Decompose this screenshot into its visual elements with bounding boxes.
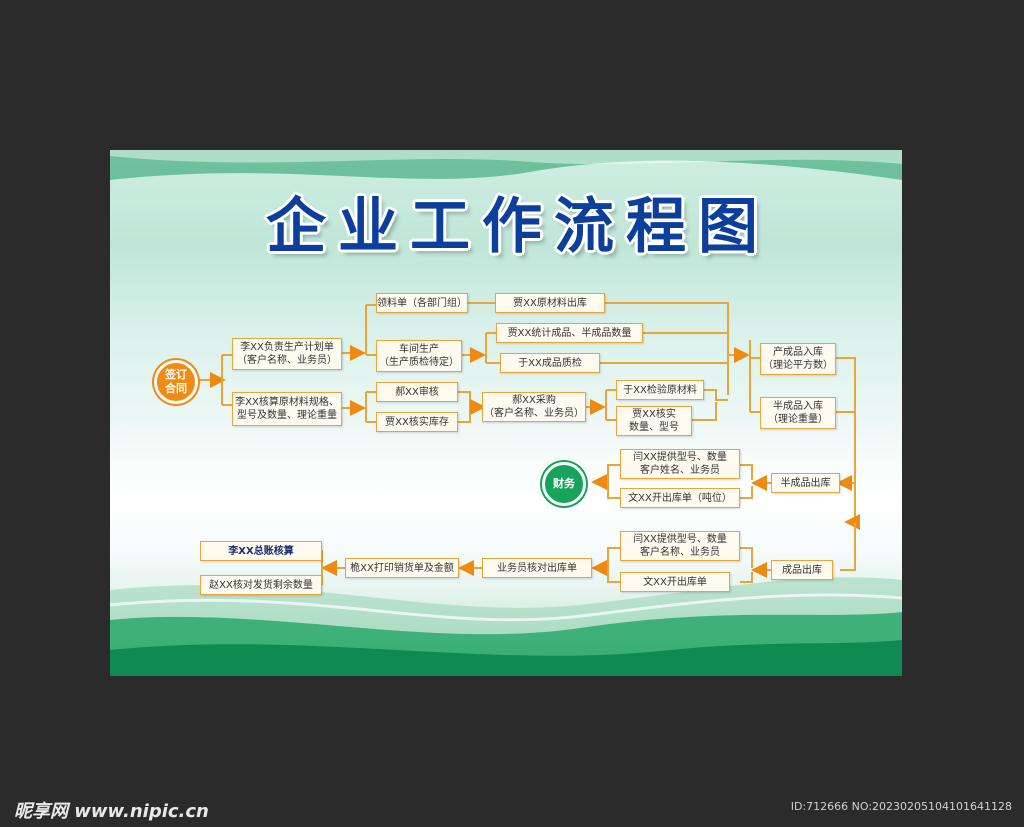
node-zhao-check: 赵XX核对发货剩余数量 <box>200 575 322 595</box>
node-hao-purchase: 郝XX采购（客户名称、业务员） <box>482 392 586 422</box>
node-jia-statistics: 贾XX统计成品、半成品数量 <box>496 323 643 343</box>
node-workshop-production: 车间生产（生产质检待定） <box>376 340 462 372</box>
page-title: 企业工作流程图 <box>266 192 770 262</box>
node-material-calc: 李XX核算原材料规格、型号及数量、理论重量 <box>232 392 342 426</box>
node-jia-stock: 贾XX核实库存 <box>376 412 458 432</box>
node-picking-list: 领料单（各部门组） <box>376 293 468 313</box>
node-print-invoice: 桅XX打印销货单及金额 <box>345 558 459 578</box>
node-yu-quality-check: 于XX成品质检 <box>500 353 600 373</box>
node-li-ledger: 李XX总账核算 <box>200 541 322 561</box>
node-wen-semi-slip: 文XX开出库单（吨位） <box>620 488 740 508</box>
connector-lines <box>198 302 860 585</box>
node-yan-semi-info: 闫XX提供型号、数量客户姓名、业务员 <box>620 449 740 479</box>
watermark-id: ID:712666 NO:20230205104101641128 <box>790 800 1012 813</box>
node-finished-goods-in: 产成品入库（理论平方数） <box>760 343 836 375</box>
node-jia-verify: 贾XX核实数量、型号 <box>616 406 692 436</box>
node-jia-material-out: 贾XX原材料出库 <box>495 293 605 313</box>
watermark-logo: 昵享网 www.nipic.cn <box>14 801 209 822</box>
node-wen-finished-slip: 文XX开出库单 <box>620 572 730 592</box>
node-finished-goods-out: 成品出库 <box>771 560 833 580</box>
node-sales-check: 业务员核对出库单 <box>482 558 592 578</box>
node-semi-finished-in: 半成品入库（理论重量） <box>760 397 836 429</box>
flowchart-board: 企业工作流程图 <box>110 150 902 676</box>
finance-node: 财务 <box>542 462 586 506</box>
wave-background <box>110 150 902 676</box>
node-semi-finished-out: 半成品出库 <box>771 473 840 493</box>
node-production-plan: 李XX负责生产计划单（客户名称、业务员） <box>232 338 342 370</box>
node-yan-finished-info: 闫XX提供型号、数量客户名称、业务员 <box>620 531 740 561</box>
node-hao-audit: 郝XX审核 <box>376 382 458 402</box>
node-yu-material-check: 于XX检验原材料 <box>616 380 704 400</box>
start-node-sign-contract: 签订合同 <box>154 360 198 404</box>
